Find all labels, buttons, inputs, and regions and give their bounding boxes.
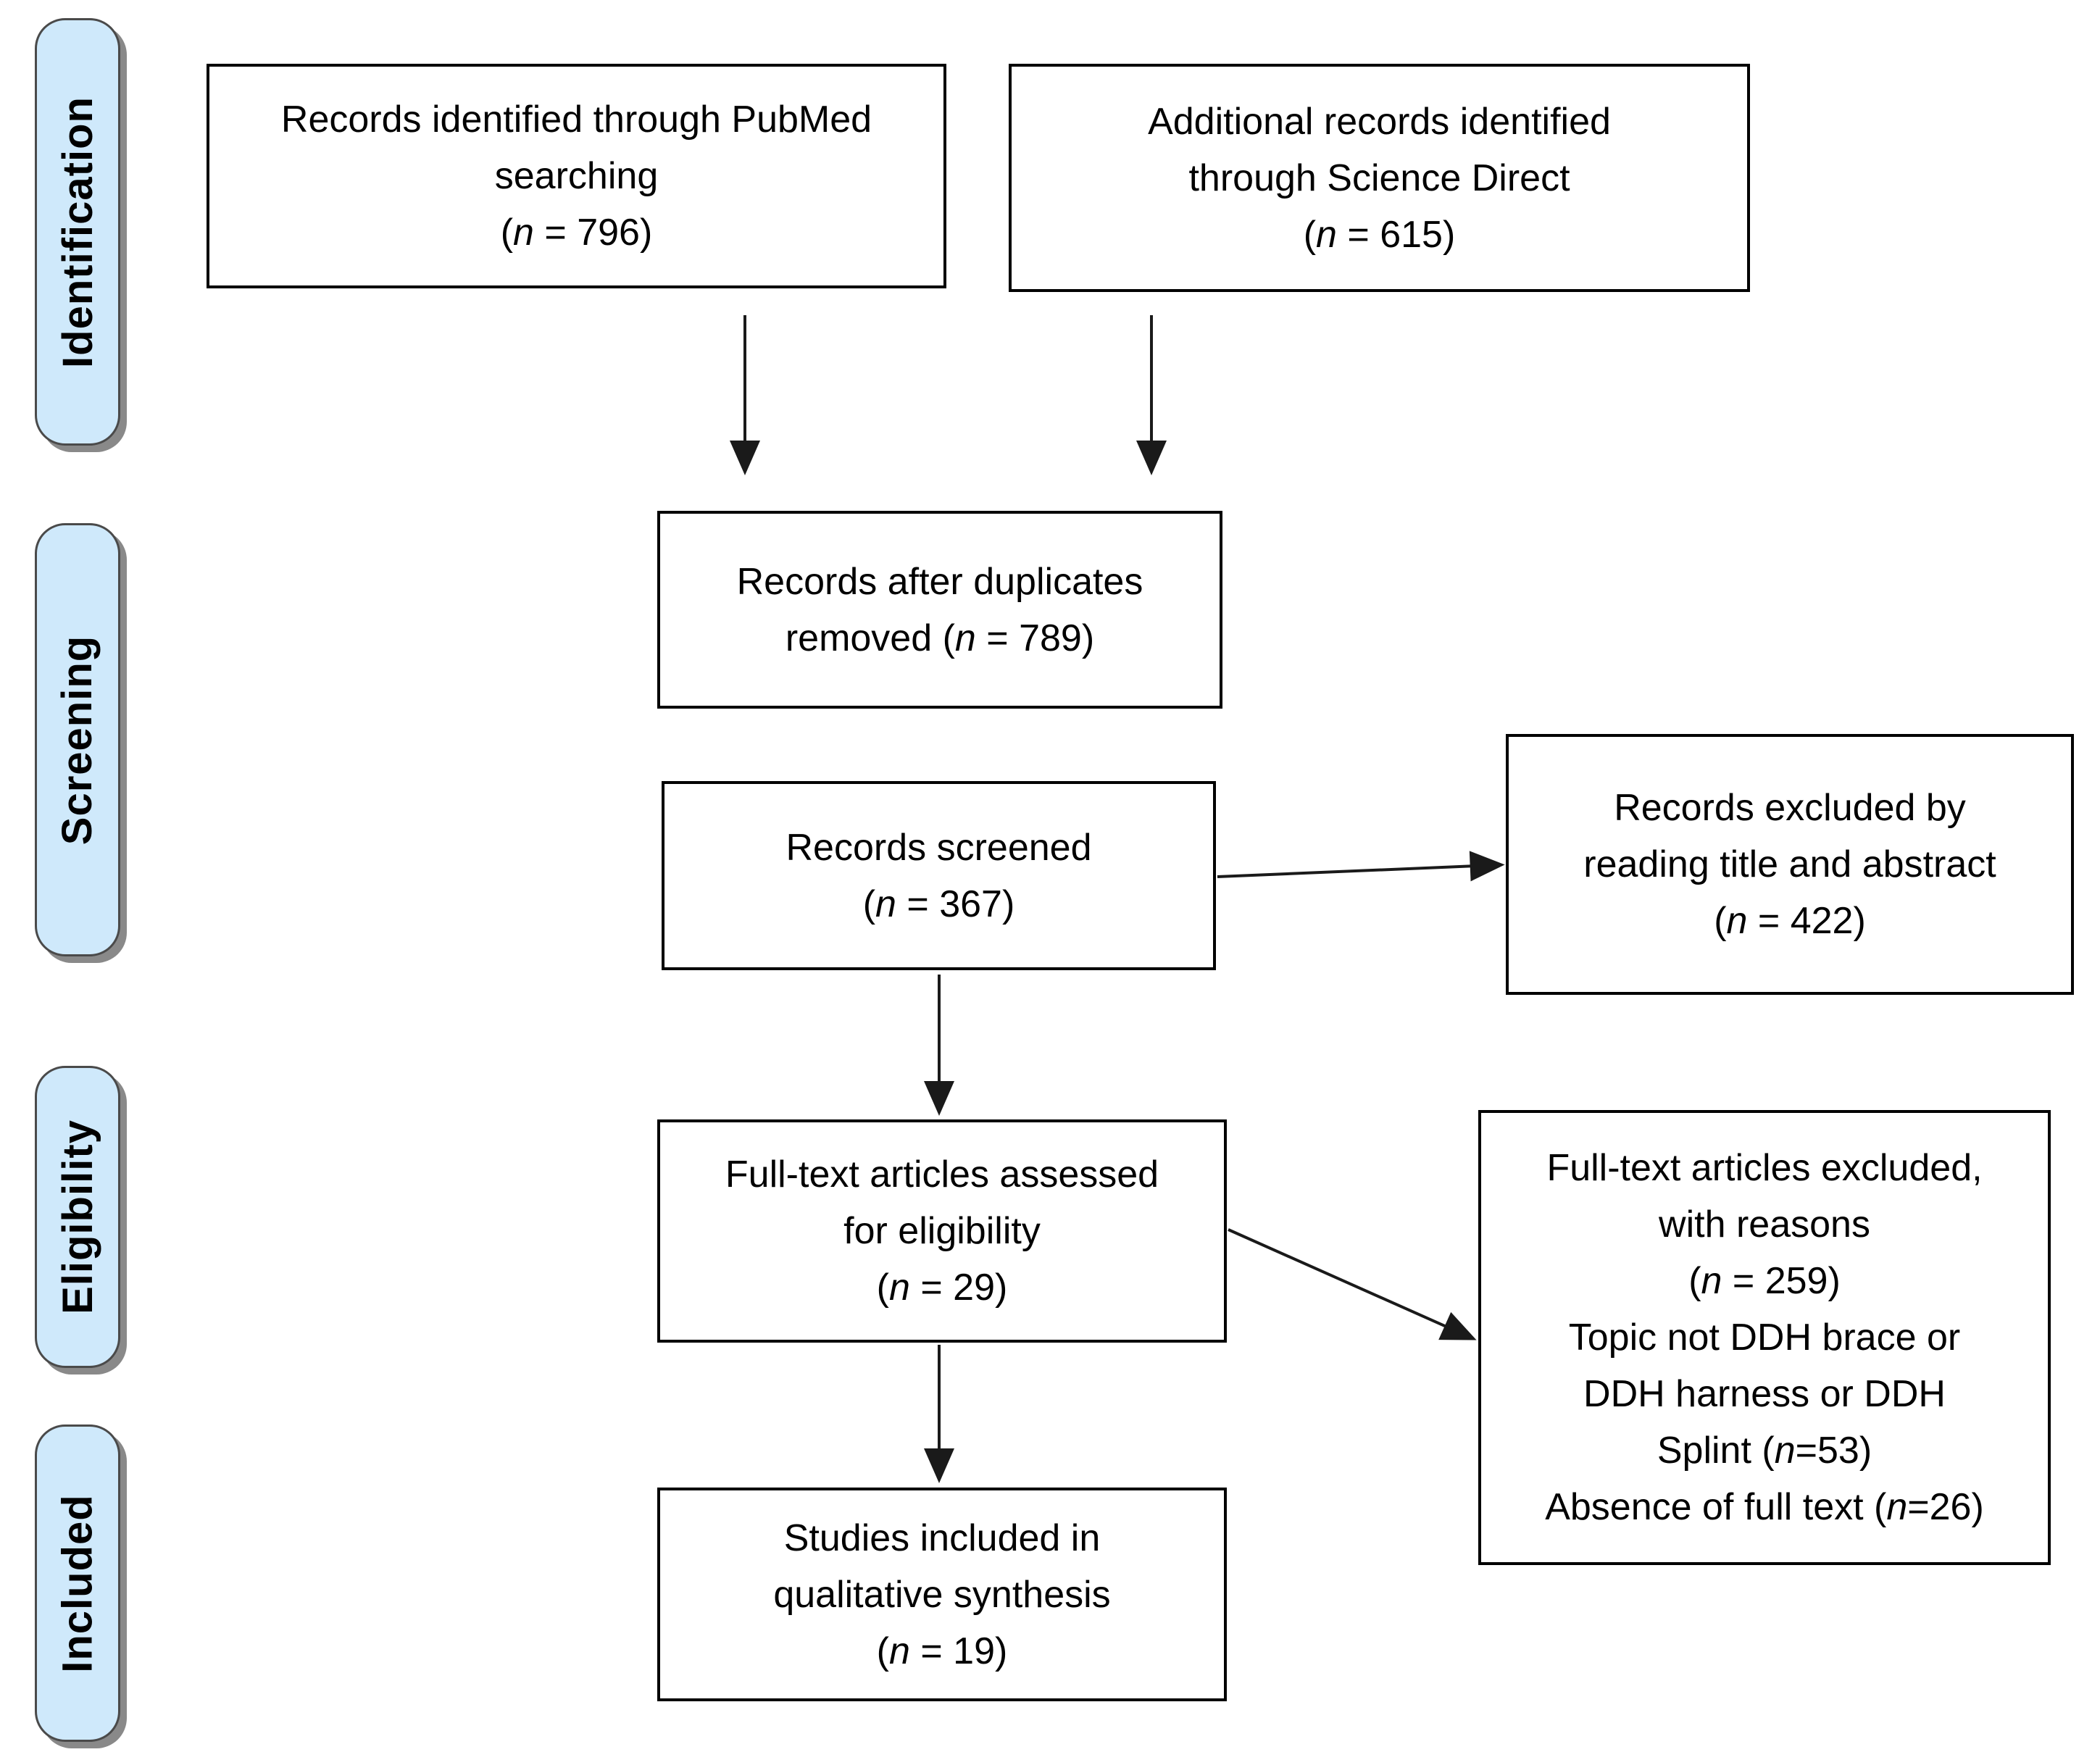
arrow-fulltext-to-excluded-line [1228, 1228, 1448, 1329]
stage-label-identification-text: Identification [54, 96, 101, 368]
node-records-screened: Records screened(n = 367) [662, 781, 1216, 970]
arrow-screened-to-excluded [1217, 849, 1507, 882]
arrow-screened-to-fulltext-head-icon [924, 1081, 954, 1116]
stage-label-screening-text: Screening [54, 635, 101, 845]
arrow-sciencedirect-to-duplicates-head-icon [1136, 441, 1167, 475]
stage-label-included: Included [35, 1424, 120, 1742]
arrow-screened-to-fulltext-line [938, 975, 941, 1083]
arrow-fulltext-to-excluded [1228, 1228, 1483, 1354]
stage-label-eligibility-text: Eligibility [54, 1119, 101, 1314]
arrow-fulltext-to-included-line [938, 1345, 941, 1451]
arrow-pubmed-to-duplicates-head-icon [730, 441, 760, 475]
arrow-sciencedirect-to-duplicates-line [1150, 315, 1153, 444]
node-full-text-articles-excluded: Full-text articles excluded,with reasons… [1478, 1110, 2051, 1565]
stage-label-screening: Screening [35, 523, 120, 956]
arrow-pubmed-to-duplicates-line [743, 315, 746, 444]
stage-label-identification: Identification [35, 18, 120, 446]
stage-label-included-text: Included [54, 1493, 101, 1673]
arrow-screened-to-excluded-line [1217, 864, 1472, 878]
arrow-screened-to-excluded-head-icon [1469, 849, 1506, 882]
arrow-fulltext-to-excluded-head-icon [1438, 1311, 1483, 1354]
arrow-fulltext-to-included-head-icon [924, 1448, 954, 1483]
stage-label-eligibility: Eligibility [35, 1066, 120, 1368]
